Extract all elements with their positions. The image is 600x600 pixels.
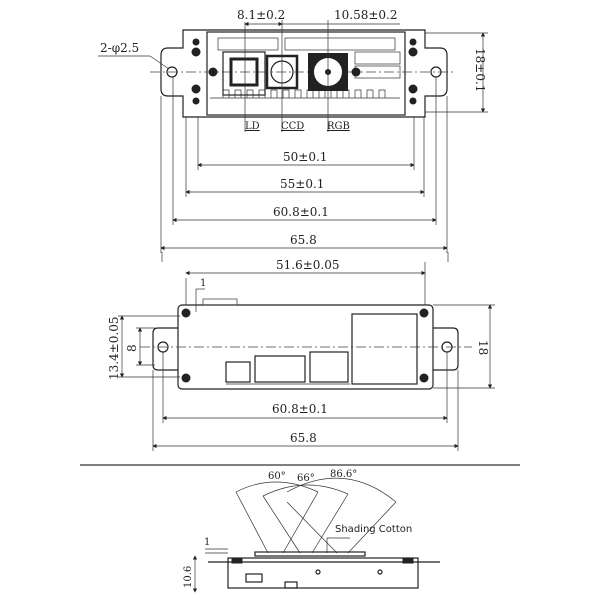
dim-ld-ccd: 8.1±0.2: [237, 8, 285, 22]
angle-rgb: 86.6°: [330, 469, 357, 480]
label-ld: LD: [245, 121, 260, 132]
ld-module: [222, 51, 266, 96]
dim-offset-1: 1: [204, 537, 210, 548]
dim-ccd-rgb: 10.58±0.2: [334, 8, 398, 22]
dim-width-50: 50±0.1: [283, 150, 327, 164]
dim-width-51-6: 51.6±0.05: [276, 258, 340, 272]
dim-offset-1: 1: [200, 278, 206, 289]
dim-width-60-8: 60.8±0.1: [272, 402, 328, 416]
mount-hole-left: [166, 66, 178, 78]
shading-cotton-label: Shading Cotton: [335, 524, 412, 535]
side-view: 51.6±0.05 1 13.4±0.05 8 18 60.8±0.1 65.8: [107, 252, 495, 451]
top-view: 8.1±0.2 10.58±0.2 2-φ2.5 18±0.1 LD CCD R…: [98, 8, 488, 253]
shading-cotton: [254, 551, 366, 557]
angle-ld: 60°: [268, 471, 286, 482]
top-view-housing: [206, 31, 406, 116]
label-ccd: CCD: [281, 121, 304, 132]
dim-width-65-8: 65.8: [290, 233, 317, 247]
top-view-outline: [160, 29, 448, 118]
dim-width-65-8: 65.8: [290, 431, 317, 445]
dim-height-13-4: 13.4±0.05: [107, 317, 121, 381]
fov-board: [227, 557, 419, 589]
hole-callout: 2-φ2.5: [100, 41, 139, 55]
dim-height-18: 18: [476, 340, 490, 355]
screw-icons: [191, 38, 418, 105]
dim-ear-8: 8: [125, 344, 139, 352]
dim-height-10-6: 10.6: [183, 566, 194, 588]
angle-ccd: 66°: [297, 473, 315, 484]
dim-height-18: 18±0.1: [473, 48, 487, 92]
dim-width-55: 55±0.1: [280, 177, 324, 191]
label-rgb: RGB: [327, 121, 350, 132]
fov-view: 60° 66° 86.6° Shading Cotton 1 10.6: [183, 469, 440, 593]
dim-width-60-8: 60.8±0.1: [273, 205, 329, 219]
